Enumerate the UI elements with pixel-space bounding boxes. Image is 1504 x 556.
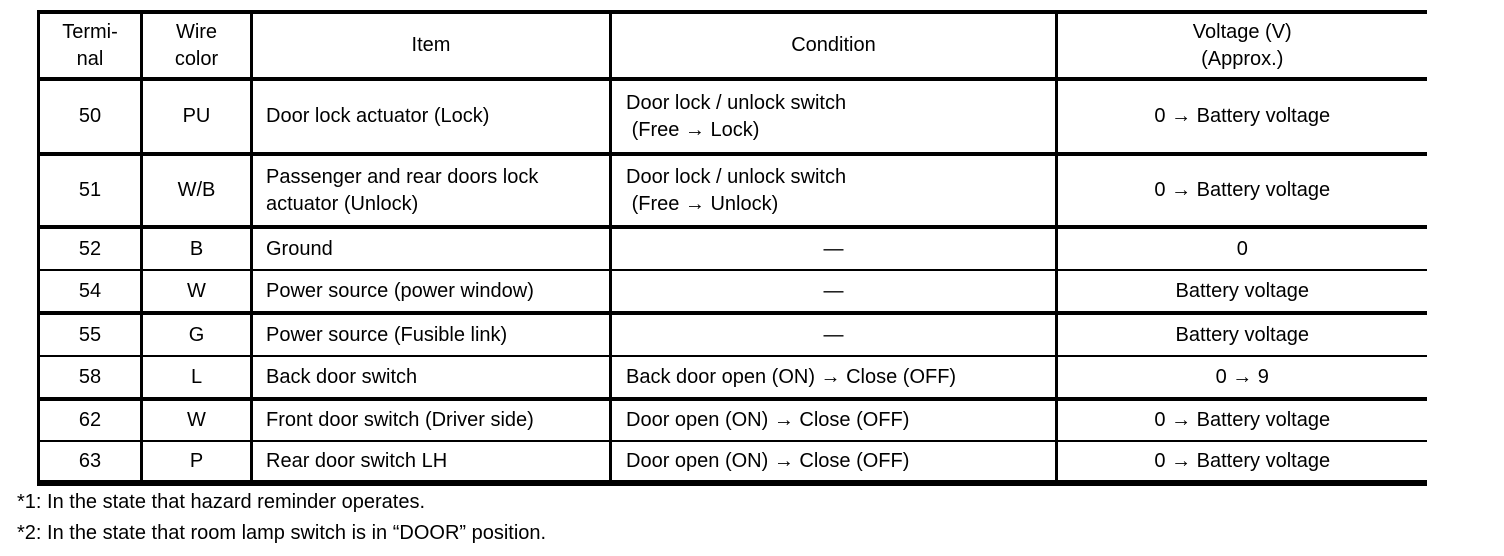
cell-terminal: 50: [37, 79, 142, 156]
cell-condition: Door lock / unlock switch (Free → Lock): [609, 79, 1057, 156]
cell-terminal: 51: [37, 154, 142, 229]
table-row: 50 PU Door lock actuator (Lock) Door loc…: [37, 79, 1427, 156]
table-row: 55 G Power source (Fusible link) — Batte…: [37, 313, 1427, 357]
cell-voltage: 0: [1055, 227, 1427, 271]
cell-item: Passenger and rear doors lock actuator (…: [250, 154, 611, 229]
cell-condition: —: [609, 313, 1057, 357]
cell-condition: —: [609, 227, 1057, 271]
cell-voltage: 0 → Battery voltage: [1055, 399, 1427, 442]
col-header-item: Item: [250, 10, 611, 81]
cell-voltage: Battery voltage: [1055, 270, 1427, 315]
cell-item: Front door switch (Driver side): [250, 399, 611, 442]
cell-voltage: 0 → 9: [1055, 356, 1427, 401]
footnote-1: *1: In the state that hazard reminder op…: [17, 491, 426, 513]
footnotes: *1: In the state that hazard reminder op…: [17, 487, 546, 549]
col-header-condition: Condition: [609, 10, 1057, 81]
cell-terminal: 63: [37, 441, 142, 486]
cell-terminal: 62: [37, 399, 142, 442]
cell-condition: Door open (ON) → Close (OFF): [609, 441, 1057, 486]
cell-wire-color: PU: [140, 79, 252, 156]
cell-item: Door lock actuator (Lock): [250, 79, 611, 156]
col-header-voltage: Voltage (V) (Approx.): [1055, 10, 1427, 81]
cell-terminal: 52: [37, 227, 142, 271]
cell-condition: Door lock / unlock switch (Free → Unlock…: [609, 154, 1057, 229]
cell-wire-color: P: [140, 441, 252, 486]
footnote-2: *2: In the state that room lamp switch i…: [17, 522, 547, 544]
cell-wire-color: W: [140, 399, 252, 442]
cell-voltage: Battery voltage: [1055, 313, 1427, 357]
cell-item: Back door switch: [250, 356, 611, 401]
table-row: 51 W/B Passenger and rear doors lock act…: [37, 154, 1427, 229]
table-row: 62 W Front door switch (Driver side) Doo…: [37, 399, 1427, 442]
cell-wire-color: L: [140, 356, 252, 401]
cell-condition: —: [609, 270, 1057, 315]
cell-wire-color: B: [140, 227, 252, 271]
cell-voltage: 0 → Battery voltage: [1055, 79, 1427, 156]
terminal-voltage-table: Termi- nal Wire color Item Condition Vol…: [37, 10, 1427, 486]
cell-condition: Back door open (ON) → Close (OFF): [609, 356, 1057, 401]
cell-item: Power source (power window): [250, 270, 611, 315]
cell-voltage: 0 → Battery voltage: [1055, 154, 1427, 229]
cell-wire-color: W/B: [140, 154, 252, 229]
cell-item: Power source (Fusible link): [250, 313, 611, 357]
cell-wire-color: W: [140, 270, 252, 315]
col-header-wire-color: Wire color: [140, 10, 252, 81]
header-row: Termi- nal Wire color Item Condition Vol…: [37, 10, 1427, 81]
cell-condition: Door open (ON) → Close (OFF): [609, 399, 1057, 442]
col-header-terminal: Termi- nal: [37, 10, 142, 81]
table-row: 52 B Ground — 0: [37, 227, 1427, 271]
table-row: 54 W Power source (power window) — Batte…: [37, 270, 1427, 315]
cell-voltage: 0 → Battery voltage: [1055, 441, 1427, 486]
cell-terminal: 55: [37, 313, 142, 357]
cell-item: Ground: [250, 227, 611, 271]
table-row: 58 L Back door switch Back door open (ON…: [37, 356, 1427, 401]
cell-item: Rear door switch LH: [250, 441, 611, 486]
table-row: 63 P Rear door switch LH Door open (ON) …: [37, 441, 1427, 486]
cell-wire-color: G: [140, 313, 252, 357]
cell-terminal: 58: [37, 356, 142, 401]
cell-terminal: 54: [37, 270, 142, 315]
